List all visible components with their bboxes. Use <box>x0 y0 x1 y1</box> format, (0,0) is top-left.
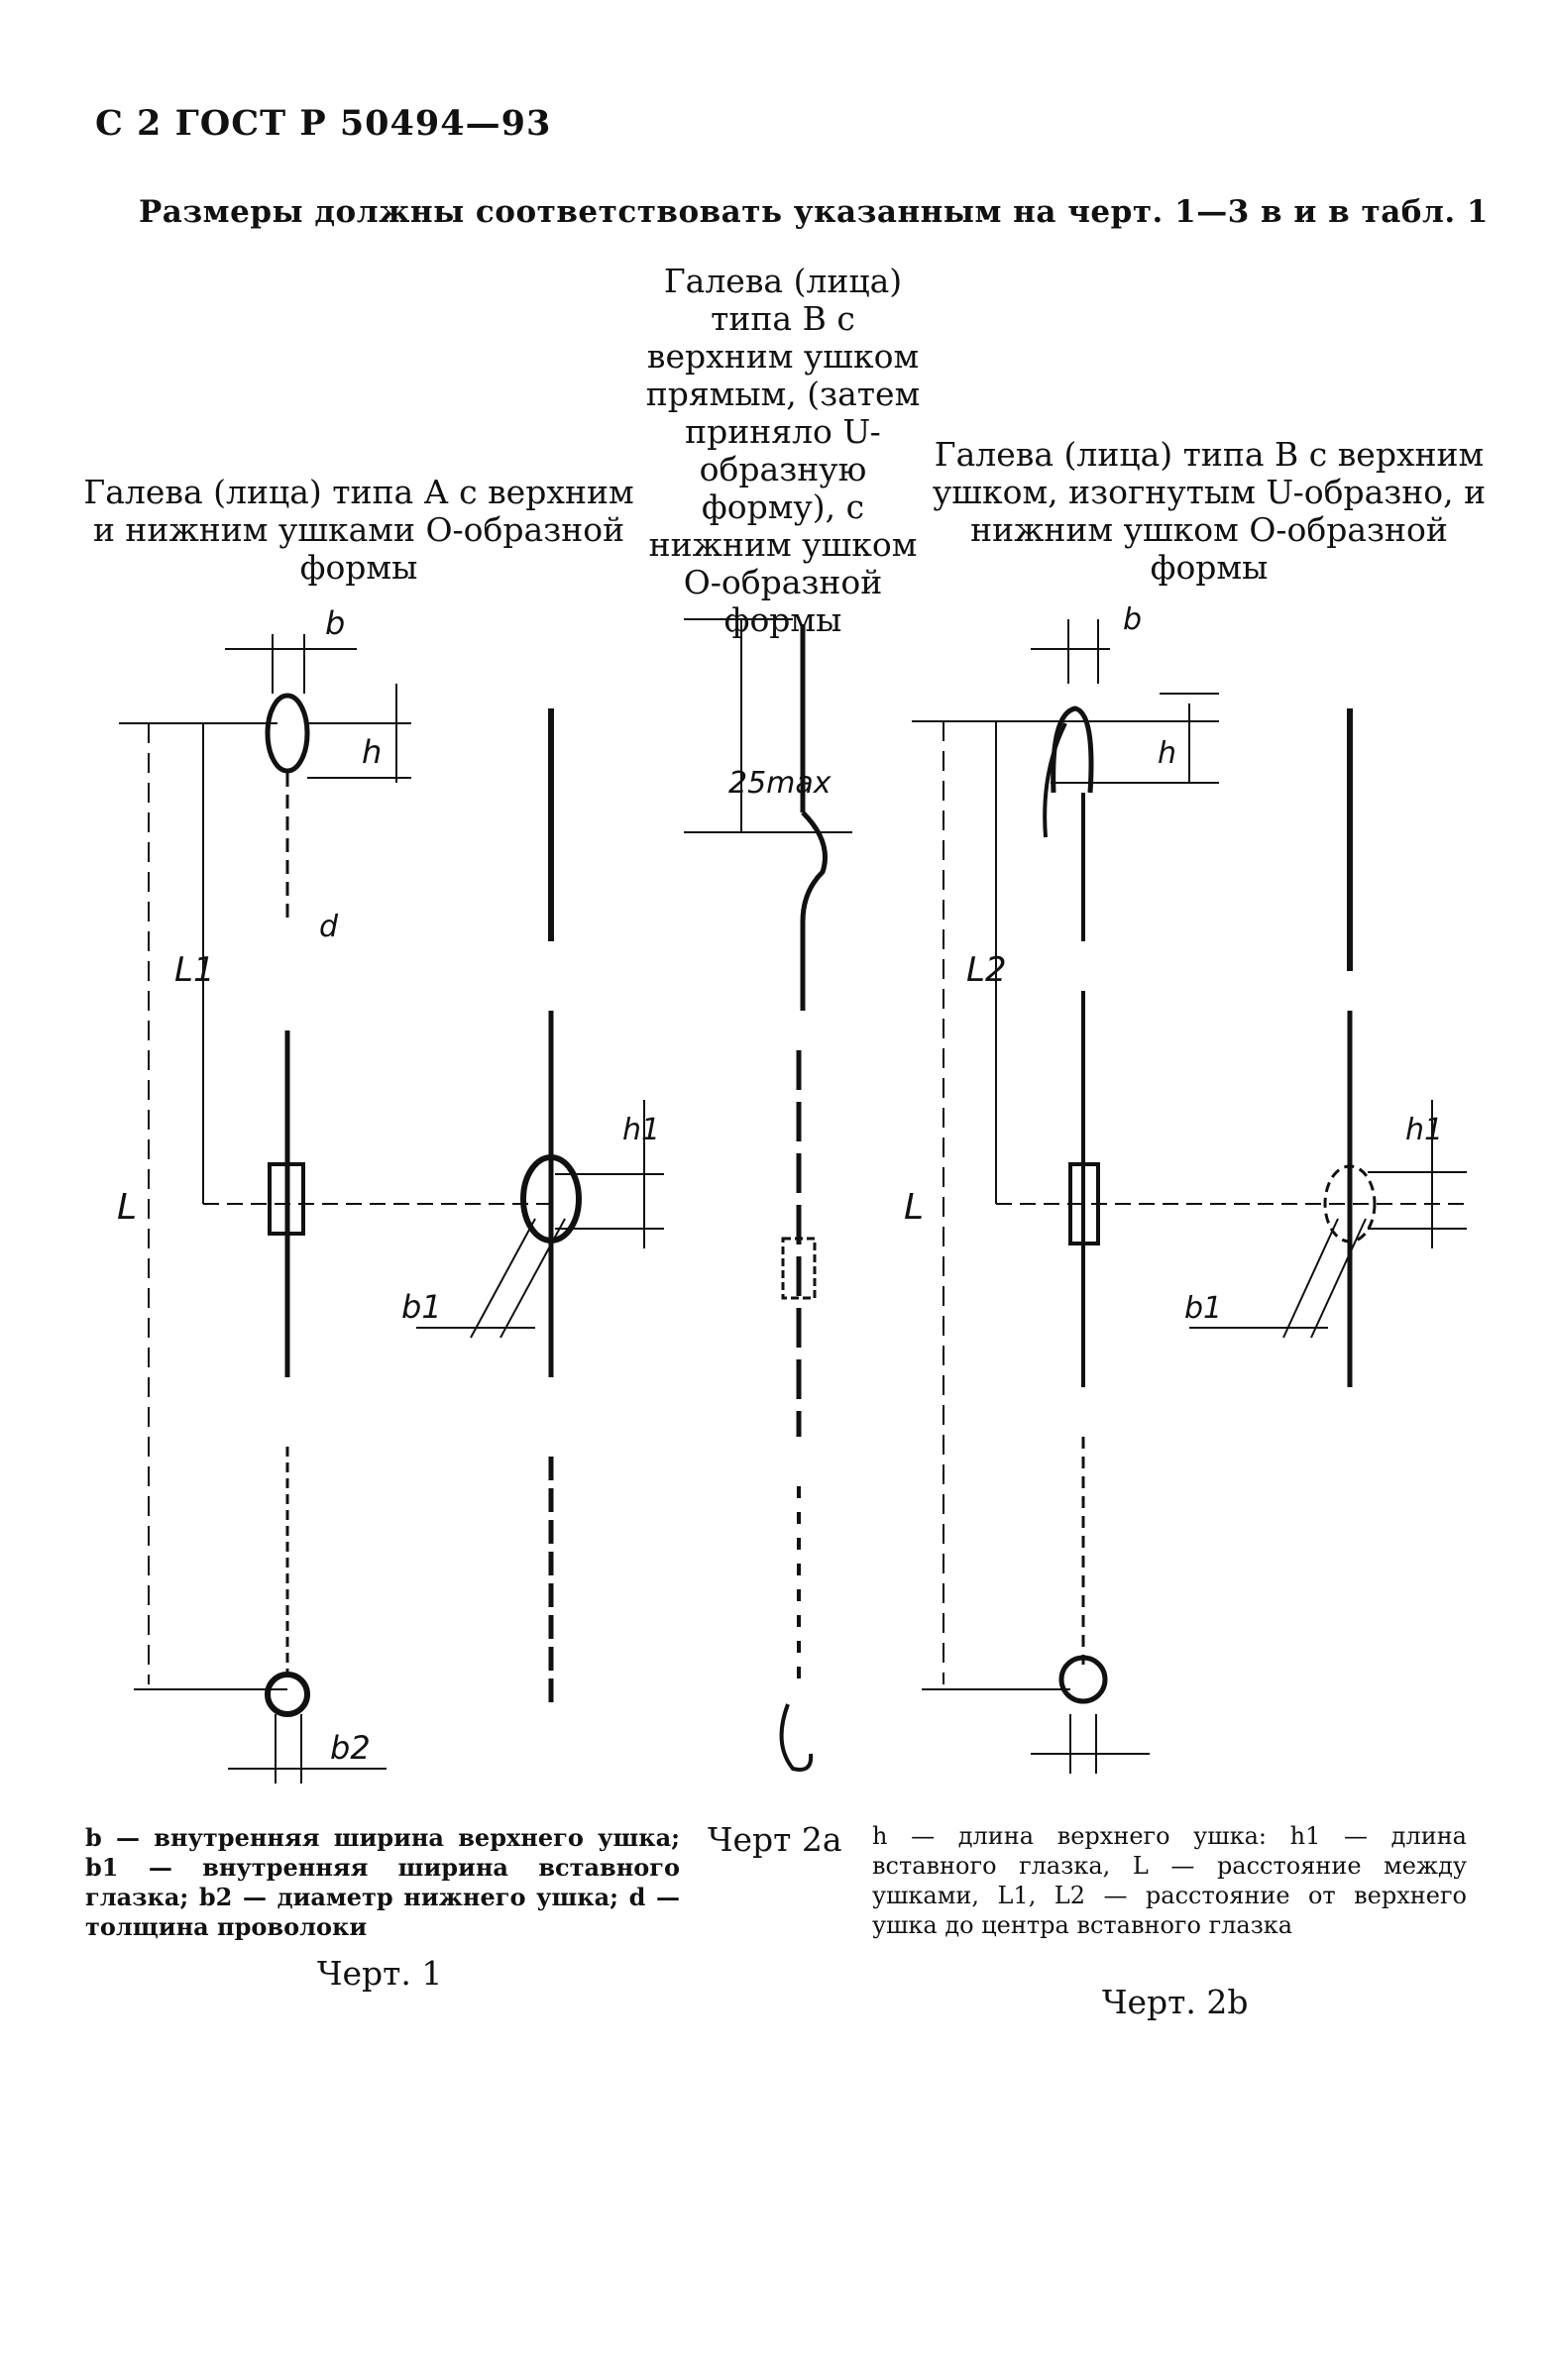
dim-h1-fig2b: h1 <box>1405 1113 1443 1147</box>
caption-type-a: Галева (лица) типа А с верхним и нижним … <box>83 473 634 587</box>
dim-b1-fig2b: b1 <box>1184 1291 1222 1326</box>
figure-label-2b: Черт. 2b <box>1102 1983 1249 2021</box>
requirement-line: Размеры должны соответствовать указанным… <box>139 194 1489 230</box>
dim-b2: b2 <box>330 1729 371 1767</box>
dim-h-fig2b: h <box>1158 736 1176 771</box>
dimensions-fig2a <box>684 618 852 833</box>
dim-d: d <box>319 910 339 944</box>
dimensions-fig1 <box>119 634 664 1784</box>
dimensions-fig2b <box>912 619 1467 1774</box>
dim-l-fig2b: L <box>904 1187 924 1228</box>
dim-l-fig1: L <box>117 1187 137 1228</box>
dim-h1-fig1: h1 <box>622 1113 660 1147</box>
figure-label-2a: Черт 2а <box>708 1820 842 1859</box>
heddle-type-b-straight <box>779 624 828 1772</box>
heddle-type-a-side <box>520 708 582 1704</box>
figure-label-1: Черт. 1 <box>317 1954 443 1993</box>
legend-fig2b: h — длина верхнего ушка: h1 — длина вста… <box>872 1822 1467 1939</box>
dim-h-fig1: h <box>362 733 382 771</box>
dim-l1: L1 <box>174 950 215 990</box>
caption-type-b-straight: Галева (лица) типа В с верхним ушком пря… <box>645 262 921 639</box>
dim-b1-fig1: b1 <box>401 1288 442 1326</box>
heddle-type-b-bent-front <box>1043 705 1108 1704</box>
dim-b-fig2b: b <box>1123 602 1142 637</box>
page-header: С 2 ГОСТ Р 50494—93 <box>95 103 552 144</box>
dim-25max: 25max <box>728 766 832 801</box>
caption-type-b-bent: Галева (лица) типа В с верхним ушком, из… <box>932 435 1487 587</box>
legend-fig1: b — внутренняя ширина верхнего ушка; b1 … <box>85 1823 680 1941</box>
heddle-type-b-bent-side <box>1323 708 1377 1387</box>
dim-b-fig1: b <box>325 604 345 642</box>
dim-l2: L2 <box>966 950 1007 990</box>
